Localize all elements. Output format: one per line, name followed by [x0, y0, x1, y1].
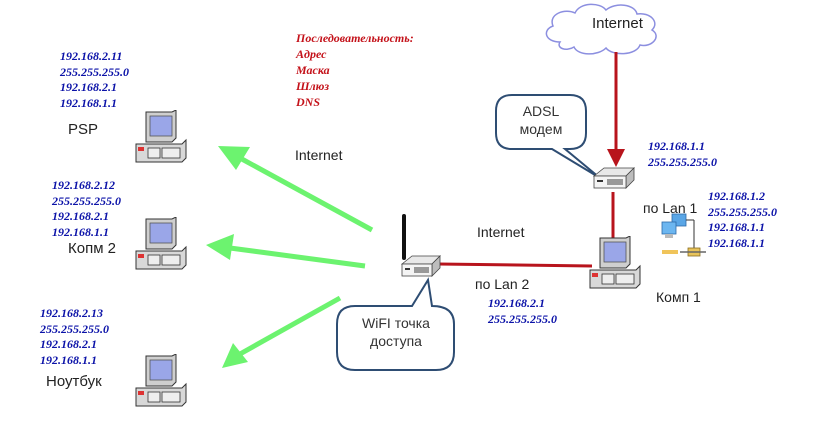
notebook-ip-block: 192.168.2.13 255.255.255.0 192.168.2.1 1… [40, 306, 109, 368]
komp1-label: Комп 1 [656, 289, 701, 305]
komp1-computer-icon [589, 236, 641, 289]
lan2-ip-address: 192.168.2.1 [488, 296, 545, 310]
komp1-ip-gateway: 192.168.1.1 [708, 220, 765, 234]
komp2-computer-icon [135, 217, 187, 270]
psp-computer-icon [135, 110, 187, 163]
psp-ip-dns: 192.168.1.1 [60, 95, 117, 110]
notebook-ip-address: 192.168.2.13 [40, 306, 103, 320]
network-connection-icon [661, 213, 706, 257]
legend-title: Последовательность: [296, 31, 414, 45]
legend-sequence: Последовательность: Адрес Маска Шлюз DNS [296, 30, 414, 110]
wireless-arrow-notebook [222, 295, 342, 368]
psp-ip-block: 192.168.2.11 255.255.255.0 192.168.2.1 1… [60, 49, 129, 111]
psp-ip-address: 192.168.2.11 [60, 49, 123, 63]
notebook-ip-dns: 192.168.1.1 [40, 352, 97, 367]
komp1-ip-address: 192.168.1.2 [708, 189, 765, 203]
lan2-ip-block: 192.168.2.1 255.255.255.0 [488, 296, 557, 327]
notebook-label: Ноутбук [46, 373, 102, 390]
psp-ip-mask: 255.255.255.0 [60, 64, 129, 79]
internet-cloud-icon [545, 3, 657, 55]
wifi-access-point-icon [400, 214, 441, 277]
psp-label: PSP [68, 121, 99, 138]
komp2-ip-address: 192.168.2.12 [52, 178, 115, 192]
notebook-ip-mask: 255.255.255.0 [40, 321, 109, 336]
lan2-ip-mask: 255.255.255.0 [488, 311, 557, 326]
adsl-callout-line1: ADSL [522, 103, 560, 119]
legend-item-dns: DNS [296, 95, 321, 109]
komp2-ip-dns: 192.168.1.1 [52, 224, 109, 239]
legend-item-mask: Маска [296, 63, 330, 77]
notebook-ip-gateway: 192.168.2.1 [40, 337, 97, 351]
wireless-internet-label: Internet [295, 147, 343, 163]
notebook-computer-icon [135, 354, 187, 407]
wifi-callout-text: WiFI точка доступа [342, 314, 450, 350]
komp1-ip-mask: 255.255.255.0 [708, 204, 777, 219]
wireless-arrow-komp2 [206, 234, 366, 269]
komp2-ip-mask: 255.255.255.0 [52, 193, 121, 208]
adsl-callout-text: ADSL модем [500, 102, 582, 138]
wifi-callout-line2: доступа [370, 333, 422, 349]
komp2-ip-block: 192.168.2.12 255.255.255.0 192.168.2.1 1… [52, 178, 121, 240]
adsl-modem-icon [592, 167, 635, 189]
psp-ip-gateway: 192.168.2.1 [60, 80, 117, 94]
wireless-arrow-psp [218, 146, 374, 233]
komp2-label: Копм 2 [68, 240, 117, 257]
wifi-callout-line1: WiFI точка [362, 315, 430, 331]
adsl-modem-callout [495, 94, 601, 179]
adsl-ip-address: 192.168.1.1 [648, 139, 705, 153]
komp2-ip-gateway: 192.168.2.1 [52, 209, 109, 223]
cloud-internet-label: Internet [592, 15, 643, 32]
lan2-internet-label: Internet [477, 224, 525, 240]
adsl-callout-line2: модем [519, 121, 563, 137]
adsl-ip-block: 192.168.1.1 255.255.255.0 [648, 139, 717, 170]
lan1-label: по Lan 1 [643, 200, 698, 216]
adsl-ip-mask: 255.255.255.0 [648, 154, 717, 169]
wifi-ap-callout [336, 277, 455, 371]
legend-item-gateway: Шлюз [296, 79, 330, 93]
legend-item-address: Адрес [296, 47, 327, 61]
komp1-ip-block: 192.168.1.2 255.255.255.0 192.168.1.1 19… [708, 189, 777, 251]
lan2-link [437, 262, 593, 268]
komp1-ip-dns: 192.168.1.1 [708, 235, 765, 250]
lan2-label: по Lan 2 [475, 276, 530, 292]
